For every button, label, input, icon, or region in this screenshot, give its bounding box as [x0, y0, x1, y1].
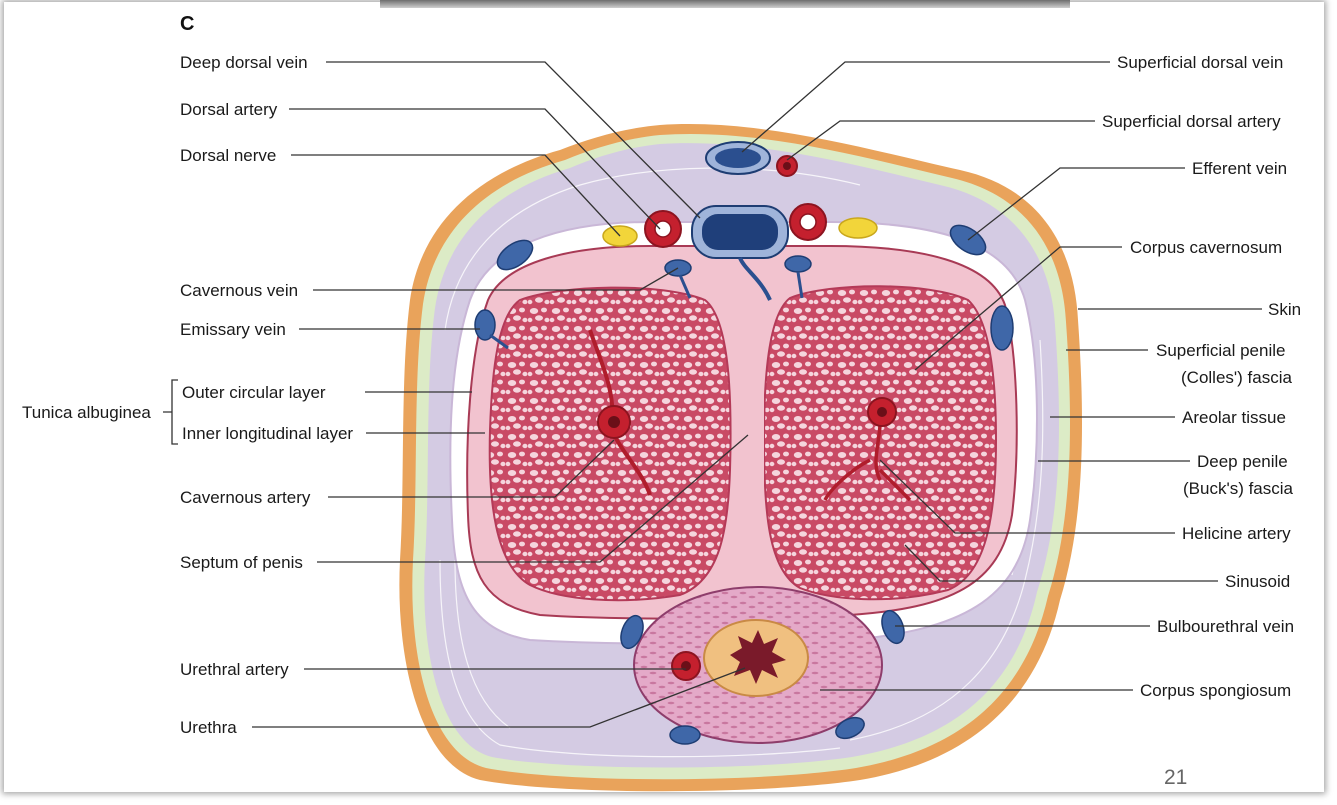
label-inner-longitudinal-layer: Inner longitudinal layer: [182, 424, 353, 443]
label-dorsal-nerve: Dorsal nerve: [180, 146, 276, 165]
label-emissary-vein: Emissary vein: [180, 320, 286, 339]
label-efferent-vein: Efferent vein: [1192, 159, 1287, 178]
superficial-dorsal-vein: [706, 142, 770, 174]
page-number: 21: [1164, 766, 1187, 789]
urethral-artery: [672, 652, 700, 680]
label-superficial-penile-2: (Colles') fascia: [1181, 368, 1292, 387]
label-corpus-cavernosum: Corpus cavernosum: [1130, 238, 1282, 257]
dorsal-nerve-right: [839, 218, 877, 238]
label-superficial-penile-1: Superficial penile: [1156, 341, 1285, 360]
circumflex-vein-right: [991, 306, 1013, 350]
label-cavernous-artery: Cavernous artery: [180, 488, 311, 507]
label-sinusoid: Sinusoid: [1225, 572, 1290, 591]
dorsal-artery-right: [790, 204, 826, 240]
label-superficial-dorsal-artery: Superficial dorsal artery: [1102, 112, 1281, 131]
label-urethra: Urethra: [180, 718, 237, 737]
label-deep-dorsal-vein: Deep dorsal vein: [180, 53, 308, 72]
label-tunica-albuginea: Tunica albuginea: [22, 403, 151, 422]
label-skin: Skin: [1268, 300, 1301, 319]
label-cavernous-vein: Cavernous vein: [180, 281, 298, 300]
superficial-dorsal-artery: [777, 156, 797, 176]
label-bulbourethral-vein: Bulbourethral vein: [1157, 617, 1294, 636]
label-deep-penile-2: (Buck's) fascia: [1183, 479, 1294, 498]
label-helicine-artery: Helicine artery: [1182, 524, 1291, 543]
label-areolar-tissue: Areolar tissue: [1182, 408, 1286, 427]
corpus-cavernosum-right: [764, 286, 996, 599]
label-outer-circular-layer: Outer circular layer: [182, 383, 326, 402]
tunica-albuginea-bracket: [163, 380, 178, 444]
panel-letter: C: [180, 13, 194, 35]
label-deep-penile-1: Deep penile: [1197, 452, 1288, 471]
vein-bottom-left: [670, 726, 700, 744]
label-septum-of-penis: Septum of penis: [180, 553, 303, 572]
dorsal-artery-left: [645, 211, 681, 247]
label-superficial-dorsal-vein: Superficial dorsal vein: [1117, 53, 1283, 72]
label-corpus-spongiosum: Corpus spongiosum: [1140, 681, 1291, 700]
label-dorsal-artery: Dorsal artery: [180, 100, 278, 119]
deep-dorsal-vein: [692, 206, 788, 258]
label-urethral-artery: Urethral artery: [180, 660, 289, 679]
